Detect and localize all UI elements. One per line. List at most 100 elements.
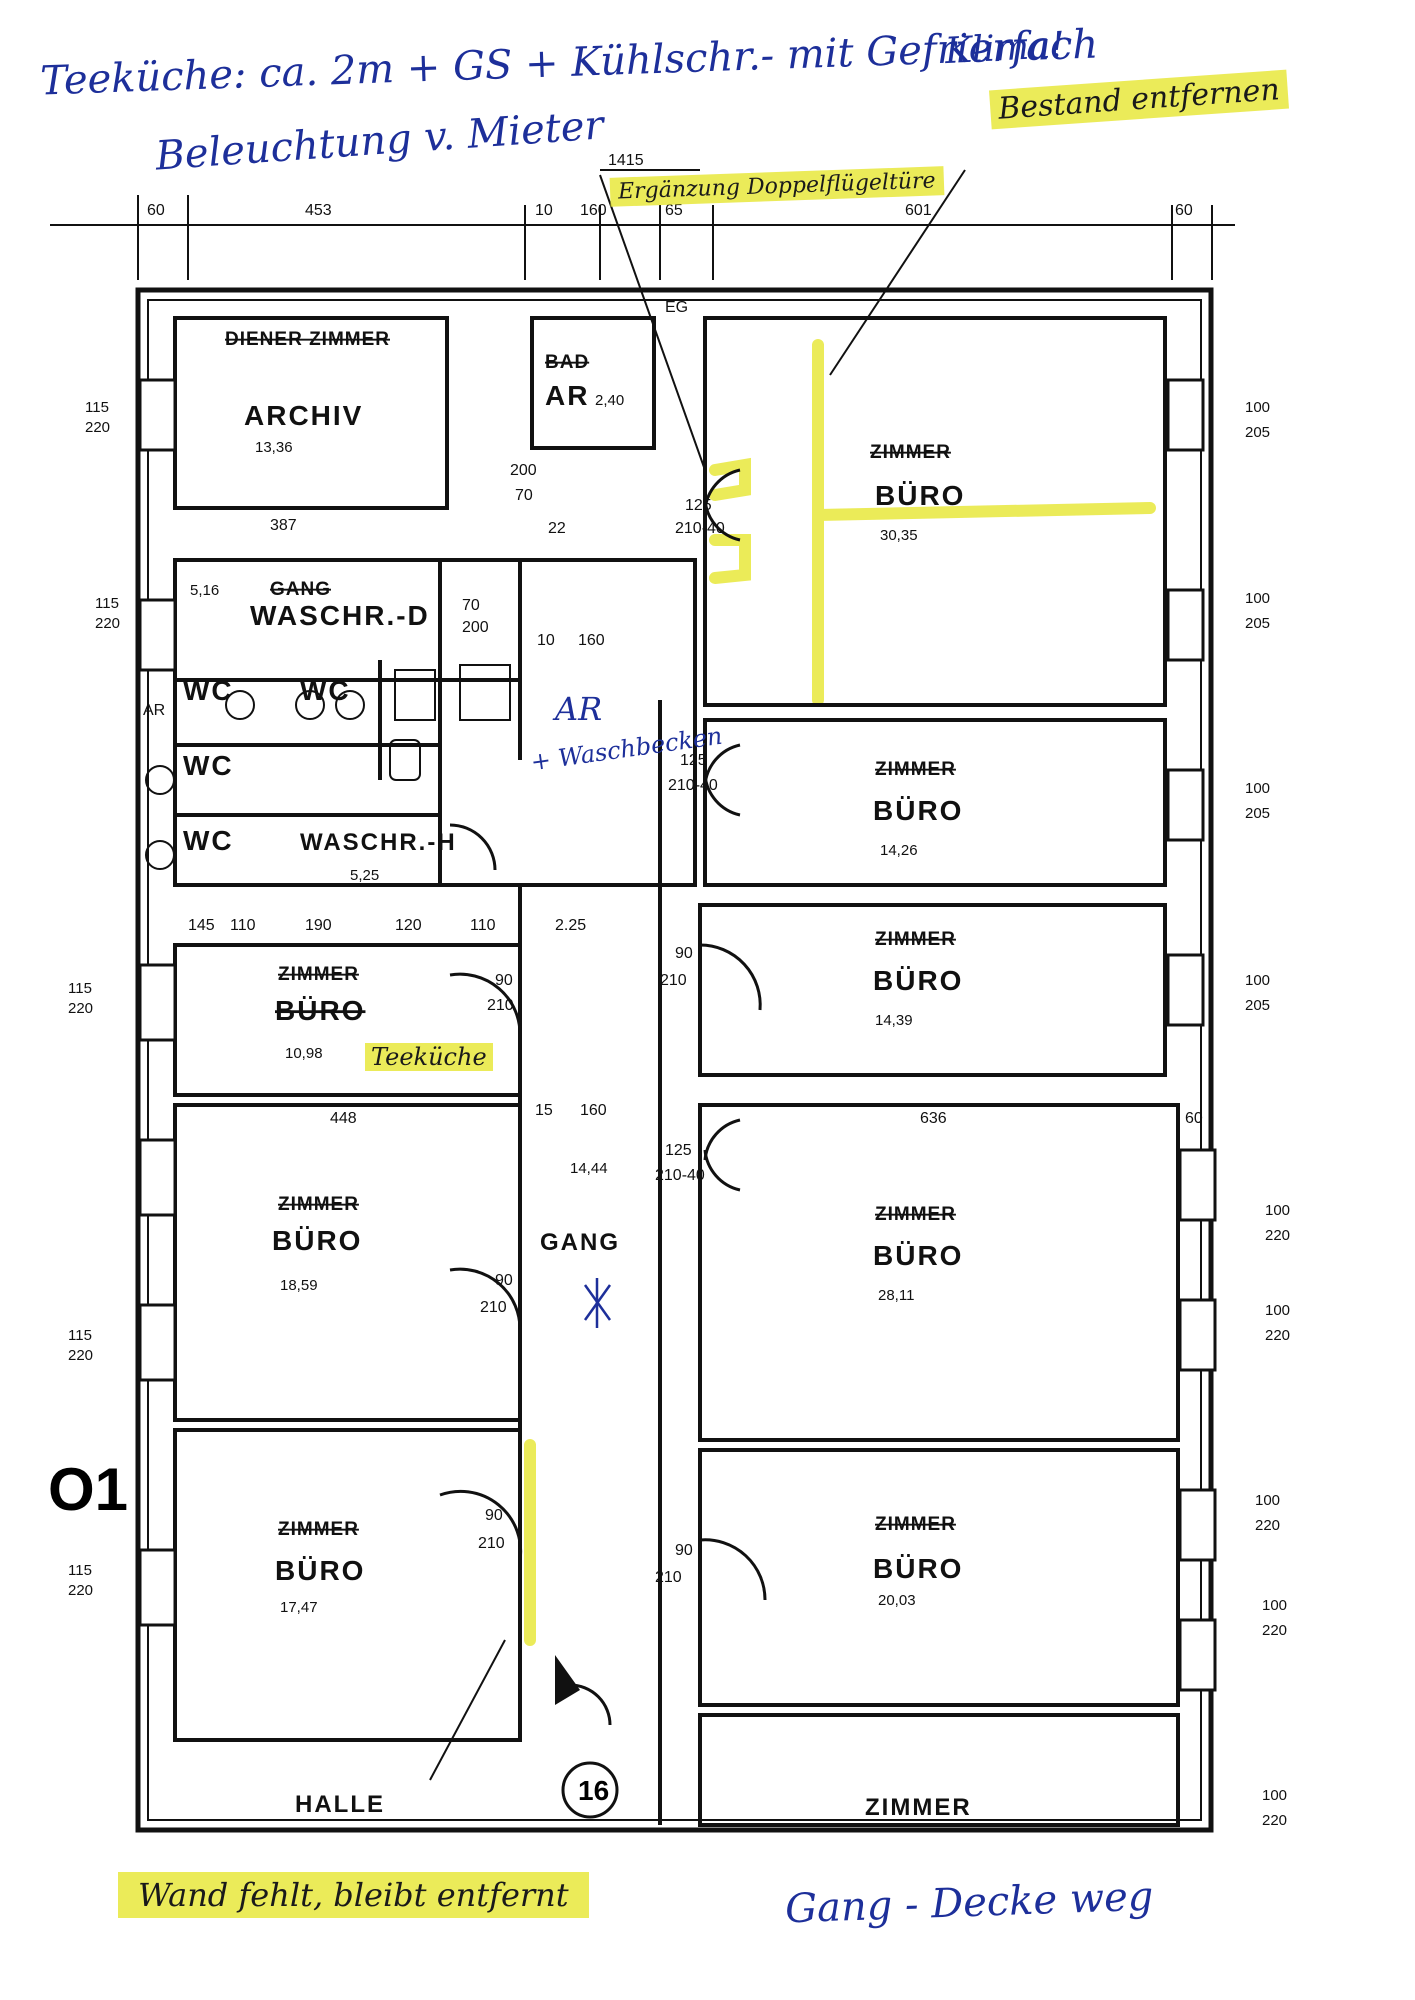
- dim-left-5b: 220: [68, 1582, 93, 1599]
- buero-tk-area: 10,98: [285, 1045, 323, 1062]
- dim-door-5b: 210: [655, 1569, 682, 1586]
- dim-door-8b: 210-40: [655, 1167, 705, 1184]
- wc2-label: WC: [300, 675, 351, 706]
- dim-top-3: 10: [535, 202, 553, 219]
- halle-label: HALLE: [295, 1791, 385, 1818]
- buero6-area: 17,47: [280, 1599, 318, 1616]
- dim-door-3a: 90: [495, 1272, 513, 1289]
- dim-misc-5: 110: [470, 917, 496, 934]
- dim-right-8b: 220: [1262, 1622, 1287, 1639]
- dim-door-6a: 125: [685, 497, 712, 514]
- dim-door-1a: 90: [495, 972, 513, 989]
- ar-small-label: AR: [143, 702, 165, 719]
- dim-mid-3: 15: [535, 1102, 553, 1119]
- interior-walls: [173, 316, 1180, 1827]
- dim-misc-14: 10: [537, 632, 555, 649]
- dim-mid-2: 636: [920, 1110, 947, 1127]
- sanitary-fixtures: [145, 664, 511, 870]
- dim-right-3b: 205: [1245, 805, 1270, 822]
- buero1-old-label: ZIMMER: [870, 442, 951, 463]
- dim-misc-6: 2.25: [555, 917, 586, 934]
- buero1-label: BÜRO: [875, 480, 965, 511]
- dim-right-1b: 205: [1245, 424, 1270, 441]
- buero5-old-label: ZIMMER: [875, 1204, 956, 1225]
- dim-misc-7: 387: [270, 517, 297, 534]
- door-swings: [439, 468, 767, 1726]
- stair-arrow: [555, 1655, 580, 1705]
- buero-tk-old-label: ZIMMER: [278, 964, 359, 985]
- bad-old-label: BAD: [545, 352, 589, 373]
- archiv-area: 13,36: [255, 439, 293, 456]
- buero1-area: 30,35: [880, 527, 918, 544]
- buero4-label: BÜRO: [272, 1225, 362, 1256]
- bad-label: AR: [545, 380, 589, 411]
- buero2-old-label: ZIMMER: [875, 759, 956, 780]
- buero-tk-label: BÜRO: [275, 995, 365, 1026]
- dim-right-9a: 100: [1262, 1787, 1287, 1804]
- dim-door-6b: 210-40: [675, 520, 725, 537]
- dim-mid-5: 60: [1185, 1110, 1203, 1127]
- dim-left-5a: 115: [68, 1562, 92, 1579]
- dim-left-1a: 115: [85, 399, 109, 416]
- ar-note: AR: [555, 690, 603, 728]
- dim-left-3b: 220: [68, 1000, 93, 1017]
- archiv-label: ARCHIV: [244, 400, 363, 431]
- wc1-label: WC: [183, 675, 234, 706]
- dim-misc-10: 70: [515, 487, 533, 504]
- dim-top-5: 65: [665, 202, 683, 219]
- buero7-old-label: ZIMMER: [875, 1514, 956, 1535]
- wc3-label: WC: [183, 750, 234, 781]
- windows-right: [1166, 378, 1217, 1692]
- wasch-h-label: WASCHR.-H: [300, 829, 457, 856]
- archiv-old-label: DIENER ZIMMER: [225, 329, 390, 350]
- wand-note: Wand fehlt, bleibt entfernt: [118, 1872, 589, 1918]
- buero6-label: BÜRO: [275, 1555, 365, 1586]
- dim-right-2b: 205: [1245, 615, 1270, 632]
- dim-top-7: 60: [1175, 202, 1193, 219]
- gang-wasch-old-label: GANG: [270, 579, 331, 600]
- bad-area: 2,40: [595, 392, 624, 409]
- dim-door-2b: 210: [660, 972, 687, 989]
- dim-left-1b: 220: [85, 419, 110, 436]
- dim-right-9b: 220: [1262, 1812, 1287, 1829]
- dim-mid-1: 448: [330, 1110, 357, 1127]
- eg-label: EG: [665, 299, 688, 316]
- dim-left-3a: 115: [68, 980, 92, 997]
- dim-top-4: 160: [580, 202, 607, 219]
- buero3-area: 14,39: [875, 1012, 913, 1029]
- dim-total: 1415: [608, 152, 644, 169]
- dim-door-4a: 90: [485, 1507, 503, 1524]
- dim-misc-11: 70: [462, 597, 480, 614]
- buero6-old-label: ZIMMER: [278, 1519, 359, 1540]
- top-dimension-lines: [50, 169, 1235, 280]
- dim-right-4a: 100: [1245, 972, 1270, 989]
- dim-right-1a: 100: [1245, 399, 1270, 416]
- dim-right-7b: 220: [1255, 1517, 1280, 1534]
- dim-door-3b: 210: [480, 1299, 507, 1316]
- wc4-label: WC: [183, 825, 234, 856]
- dim-door-7a: 125: [680, 752, 707, 769]
- dim-left-4b: 220: [68, 1347, 93, 1364]
- buero3-old-label: ZIMMER: [875, 929, 956, 950]
- gang-wasch-label: WASCHR.-D: [250, 600, 430, 631]
- dim-right-6b: 220: [1265, 1327, 1290, 1344]
- buero5-label: BÜRO: [873, 1240, 963, 1271]
- room-number: O1: [48, 1456, 128, 1523]
- dim-door-4b: 210: [478, 1535, 505, 1552]
- dim-door-2a: 90: [675, 945, 693, 962]
- dim-top-6: 601: [905, 202, 932, 219]
- buero2-label: BÜRO: [873, 795, 963, 826]
- buero2-area: 14,26: [880, 842, 918, 859]
- gang-wasch-area: 5,16: [190, 582, 219, 599]
- dim-misc-9: 200: [510, 462, 537, 479]
- highlight-marks: [524, 339, 1156, 1646]
- dim-misc-3: 190: [305, 917, 332, 934]
- wasch-h-area: 5,25: [350, 867, 379, 884]
- dim-right-8a: 100: [1262, 1597, 1287, 1614]
- windows-left: [138, 378, 177, 1627]
- buero3-label: BÜRO: [873, 965, 963, 996]
- dim-top-1: 60: [147, 202, 165, 219]
- dim-misc-2: 110: [230, 917, 256, 934]
- gang-area: 14,44: [570, 1160, 608, 1177]
- dim-mid-4: 160: [580, 1102, 607, 1119]
